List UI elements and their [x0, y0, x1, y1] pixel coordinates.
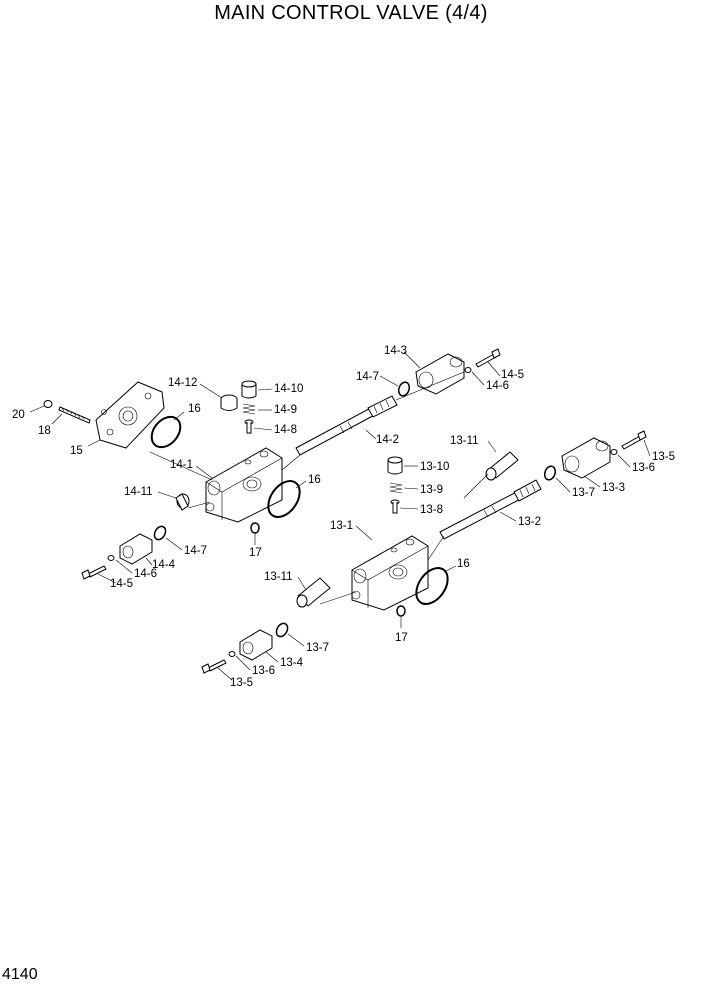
bolt-14-5b [475, 348, 501, 368]
label-16a: 16 [188, 403, 201, 415]
plug-14-10 [241, 380, 257, 399]
label-14-6a: 14-6 [134, 568, 157, 580]
label-18: 18 [38, 425, 51, 437]
label-13-11a: 13-11 [450, 435, 479, 447]
plug-14-12 [220, 394, 238, 411]
page-title: MAIN CONTROL VALVE (4/4) [214, 2, 488, 24]
o-ring-13-7b [275, 622, 289, 638]
o-ring-16b [267, 479, 301, 519]
cap-13-4 [239, 629, 273, 661]
label-14-4: 14-4 [152, 559, 176, 571]
cap-14-4 [119, 533, 153, 565]
label-13-2: 13-2 [518, 516, 541, 528]
label-13-6b: 13-6 [252, 665, 275, 677]
label-13-1: 13-1 [330, 520, 353, 532]
label-17a: 17 [249, 547, 262, 559]
poppet-13-8 [390, 499, 400, 514]
o-ring-14-7b [397, 381, 411, 397]
plug-13-11b [296, 577, 331, 608]
plug-13-10 [387, 456, 403, 475]
label-13-7b: 13-7 [306, 642, 329, 654]
label-13-11b: 13-11 [264, 571, 293, 583]
label-13-9: 13-9 [420, 484, 443, 496]
cap-14-3 [415, 353, 465, 395]
label-14-11: 14-11 [124, 486, 153, 498]
cover-plate-15 [95, 381, 165, 449]
o-ring-14-7a [153, 525, 167, 541]
o-ring-16a [150, 415, 182, 449]
label-13-3: 13-3 [602, 482, 625, 494]
plug-14-11 [175, 493, 190, 511]
label-14-12: 14-12 [168, 377, 197, 389]
label-15: 15 [70, 445, 83, 457]
spool-14-2 [295, 395, 398, 456]
label-14-5a: 14-5 [110, 578, 133, 590]
label-20: 20 [12, 409, 25, 421]
cap-13-3 [561, 437, 611, 479]
label-13-8: 13-8 [420, 504, 443, 516]
bolt-13-5a [621, 430, 647, 450]
label-14-9: 14-9 [274, 404, 297, 416]
washer-14-6a [107, 555, 115, 561]
bolt-14-5a [81, 565, 107, 580]
washer-13-6b [228, 651, 236, 657]
washer-14-6b [464, 367, 472, 373]
leader-lines [29, 351, 651, 681]
label-17b: 17 [395, 632, 408, 644]
label-14-6b: 14-6 [486, 380, 509, 392]
washer-20 [43, 400, 53, 408]
label-13-5b: 13-5 [230, 677, 253, 689]
label-14-3: 14-3 [384, 345, 407, 357]
spring-13-9 [389, 482, 403, 494]
label-14-10: 14-10 [274, 383, 303, 395]
plug-13-11a [485, 451, 519, 481]
label-13-5a: 13-5 [652, 451, 675, 463]
label-16c: 16 [457, 558, 470, 570]
label-13-7a: 13-7 [572, 487, 595, 499]
o-ring-17a [250, 522, 260, 534]
bolt-13-5b [201, 659, 227, 674]
stud-18 [58, 406, 91, 424]
washer-13-6a [610, 449, 618, 455]
poppet-14-8 [244, 419, 254, 434]
label-14-7b: 14-7 [356, 371, 379, 383]
page-number: 4140 [2, 966, 38, 983]
label-14-5b: 14-5 [501, 369, 524, 381]
o-ring-16c [415, 566, 449, 606]
valve-body-13-1 [351, 535, 429, 611]
label-13-4: 13-4 [280, 657, 304, 669]
label-14-8: 14-8 [274, 424, 297, 436]
label-14-7a: 14-7 [184, 545, 207, 557]
label-13-6a: 13-6 [632, 462, 655, 474]
o-ring-13-7a [543, 465, 557, 481]
label-16b: 16 [308, 474, 321, 486]
valve-body-14-1 [205, 447, 283, 523]
spring-14-9 [242, 403, 256, 415]
o-ring-17b [396, 605, 406, 617]
spool-13-2 [439, 479, 542, 540]
label-14-1: 14-1 [170, 459, 193, 471]
label-14-2: 14-2 [376, 434, 399, 446]
label-13-10: 13-10 [420, 461, 449, 473]
